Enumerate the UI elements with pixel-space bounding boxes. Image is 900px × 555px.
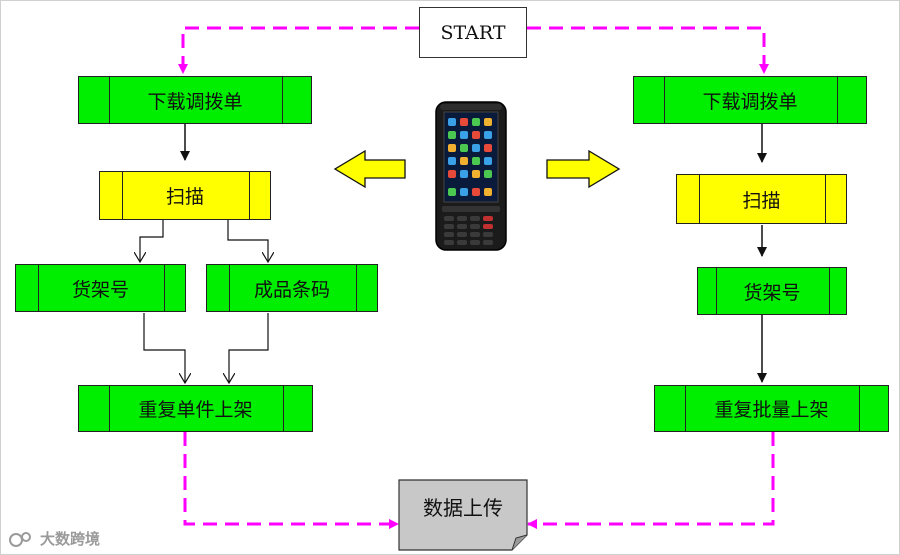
- right-scan-label: 扫描: [742, 189, 781, 212]
- left-download-label: 下载调拨单: [147, 90, 243, 113]
- left-scan-to-shelf-arrow: [140, 218, 164, 262]
- start-to-right-connector: [527, 26, 769, 74]
- left-repeat-box: 重复单件上架: [78, 385, 313, 432]
- left-scan-to-barcode-arrow: [227, 218, 268, 262]
- watermark-logo-icon: [9, 531, 31, 547]
- right-download-box: 下载调拨单: [633, 76, 867, 124]
- left-shelf-box: 货架号: [15, 264, 186, 312]
- right-repeat-box: 重复批量上架: [654, 385, 889, 432]
- watermark-text: 大数跨境: [40, 530, 101, 548]
- right-download-label: 下载调拨单: [702, 90, 798, 113]
- left-yellow-arrow: [333, 149, 406, 189]
- left-scan-label: 扫描: [165, 186, 204, 208]
- left-download-box: 下载调拨单: [78, 76, 312, 124]
- left-scan-box: 扫描: [99, 171, 271, 220]
- right-yellow-arrow: [546, 149, 621, 189]
- watermark: 大数跨境: [8, 528, 100, 549]
- start-to-left-connector: [178, 26, 419, 74]
- upload-label: 数据上传: [423, 495, 503, 520]
- left-repeat-label: 重复单件上架: [138, 399, 253, 421]
- right-repeat-label: 重复批量上架: [714, 399, 829, 421]
- left-shelf-label: 货架号: [71, 278, 129, 301]
- left-barcode-box: 成品条码: [206, 264, 378, 312]
- left-barcode-to-repeat-arrow: [229, 313, 269, 383]
- left-barcode-label: 成品条码: [253, 278, 330, 301]
- right-repeat-to-upload-connector: [527, 432, 775, 529]
- left-repeat-to-upload-connector: [183, 432, 399, 529]
- left-shelf-to-repeat-arrow: [143, 313, 185, 383]
- right-scan-box: 扫描: [676, 174, 847, 224]
- right-shelf-box: 货架号: [697, 267, 847, 315]
- handheld-terminal-image: [435, 101, 507, 251]
- right-shelf-label: 货架号: [743, 281, 801, 304]
- start-node: START: [419, 7, 527, 58]
